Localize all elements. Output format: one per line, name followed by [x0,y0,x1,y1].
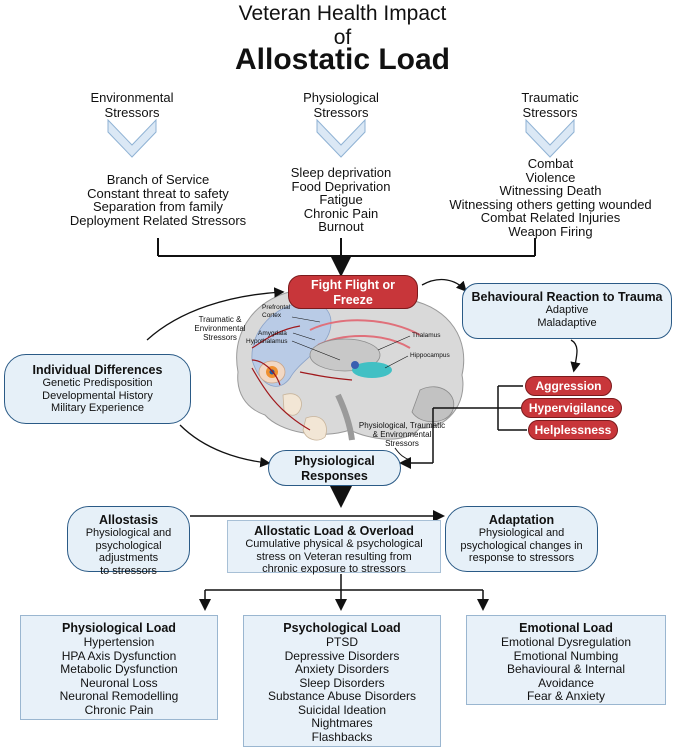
list-item: Separation from family [92,199,224,215]
list-item: Depressive Disorders [284,648,400,663]
brain-label-pointers [291,316,411,369]
label-hippocampus: Hippocampus [410,352,450,359]
list-item: Combat Related Injuries [480,210,621,226]
list-item: Nightmares [311,716,373,730]
list-item: Anxiety Disorders [294,662,390,676]
list-item: Sleep Disorders [299,675,385,690]
allostasis-box: Allostasis Physiological and psychologic… [67,506,190,577]
list-item: Witnessing Death [499,183,602,199]
main-title: Allostatic Load [234,43,451,76]
list-item: Fatigue [319,192,363,208]
emotional-load-box: Emotional Load Emotional Dysregulation E… [466,615,666,705]
fight-flight-freeze-box: Fight Flight or Freeze [288,275,418,309]
adaptation-box: Adaptation Physiological and psychologic… [445,506,598,572]
chevron-down-icon [525,118,575,158]
list-item: Metabolic Dysfunction [60,662,178,676]
physiological-stressors-heading: Physiological Stressors [303,90,379,120]
physiological-stressors-list: Sleep deprivation Food Deprivation Fatig… [266,166,416,234]
label-thalamus: Thalamus [412,332,441,339]
list-item: Neuronal Remodelling [59,689,179,703]
title-line-2: of [333,26,352,49]
list-item: Neuronal Loss [80,675,158,690]
reaction-bracket [399,385,527,469]
reaction-helplessness: Helplessness [528,420,618,440]
psychological-load-box: Psychological Load PTSD Depressive Disor… [243,615,441,747]
allostatic-load-box: Allostatic Load & Overload Cumulative ph… [227,520,441,575]
list-item: HPA Axis Dysfunction [61,648,177,663]
list-item: Deployment Related Stressors [69,212,247,228]
list-item: Combat [527,156,574,171]
skin-icon [302,416,327,441]
title-line-1: Veteran Health Impact [238,2,447,25]
list-item: Chronic Pain [84,702,154,717]
list-item: Witnessing others getting wounded [449,196,652,212]
list-item: Fear & Anxiety [526,689,606,703]
list-item: Constant threat to safety [87,185,229,201]
list-item: PTSD [325,635,358,649]
individual-differences-box: Individual Differences Genetic Predispos… [4,354,191,424]
eye-icon [258,360,286,384]
reaction-aggression: Aggression [525,376,612,396]
list-item: Emotional Numbing [513,648,619,663]
list-item: Food Deprivation [291,178,391,194]
chevron-down-icon [107,118,157,158]
list-item: Behavioural & Internal [506,662,626,676]
traumatic-stressors-list: Combat Violence Witnessing Death Witness… [418,157,683,239]
list-item: Emotional Dysregulation [500,635,632,649]
label-amygdala: Amygdala [258,330,287,337]
chevron-down-icon [316,118,366,158]
label-prefrontal-cortex: Prefrontal Cortex [262,304,291,319]
load-fork [199,574,489,611]
list-item: Avoidance [538,675,594,690]
physiological-responses-box: Physiological Responses [268,450,401,486]
reaction-hypervigilance: Hypervigilance [521,398,622,418]
list-item: Suicidal Ideation [297,702,387,717]
physiological-load-box: Physiological Load Hypertension HPA Axis… [20,615,218,720]
label-hypothalamus: Hypothalamus [246,338,288,345]
list-item: Branch of Service [106,172,210,187]
list-item: Substance Abuse Disorders [267,689,417,703]
stressor-bracket [157,238,536,277]
stressor-arrows [251,325,353,431]
traumatic-stressors-heading: Traumatic Stressors [521,90,579,120]
list-item: Flashbacks [311,729,373,744]
title-line: Veteran Health Impact of [0,2,685,50]
list-item: Weapon Firing [508,223,593,239]
list-item: Chronic Pain [303,205,379,221]
list-item: Sleep deprivation [290,165,392,180]
environmental-stressors-heading: Environmental Stressors [90,90,174,120]
list-item: Hypertension [83,635,155,649]
label-traumatic-environmental-stressors: Traumatic & Environmental Stressors [194,315,246,342]
behavioural-reaction-box: Behavioural Reaction to Trauma Adaptive … [462,283,672,339]
environmental-stressors-list: Branch of Service Constant threat to saf… [43,173,273,227]
label-physiological-traumatic-environmental-stressors: Physiological, Traumatic & Environmental… [358,421,446,448]
list-item: Violence [525,169,576,185]
list-item: Burnout [318,219,364,235]
